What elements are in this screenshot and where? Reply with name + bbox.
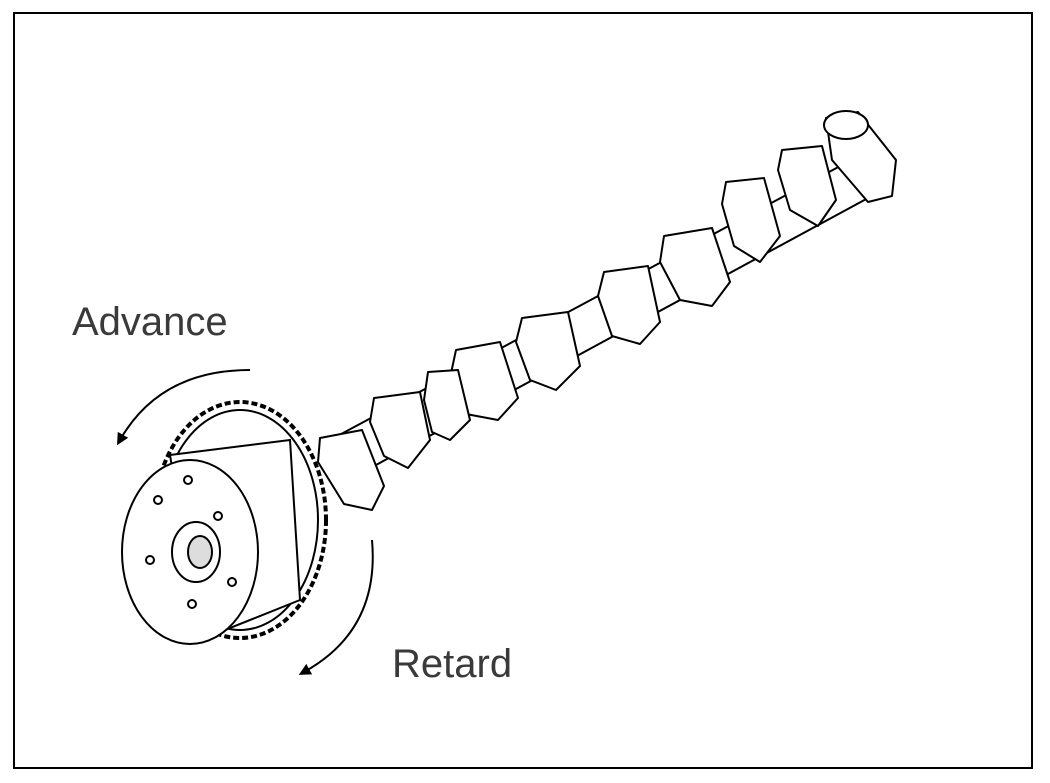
advance-arrow — [117, 369, 251, 446]
bolt-hole — [183, 475, 193, 485]
bolt-hole — [145, 555, 155, 565]
cam-lobe — [597, 265, 661, 345]
cam-journal — [317, 429, 385, 511]
cam-lobe — [369, 391, 431, 469]
bolt-hole — [153, 495, 163, 505]
cam-lobe — [423, 369, 471, 441]
bolt-hole — [227, 577, 237, 587]
cvvt-sprocket — [121, 400, 328, 645]
bolt-hole — [187, 599, 197, 609]
retard-label: Retard — [392, 642, 513, 686]
cam-lobe — [721, 177, 781, 263]
camshaft — [317, 110, 897, 511]
cam-lobe — [777, 145, 837, 227]
advance-label: Advance — [72, 300, 228, 344]
end-journal — [823, 110, 897, 203]
retard-arrow — [298, 539, 374, 675]
cam-journal — [659, 227, 731, 307]
bolt-hole — [213, 511, 223, 521]
cam-lobe — [515, 311, 581, 391]
